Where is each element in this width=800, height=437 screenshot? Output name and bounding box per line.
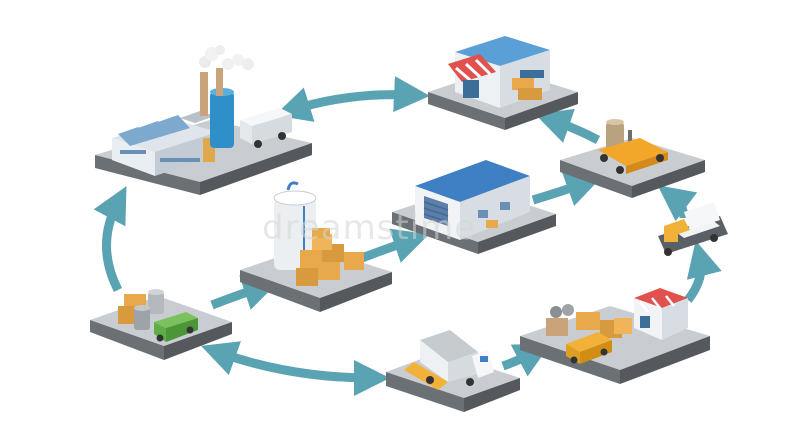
forklift-node [560, 119, 705, 198]
arrow-factory-store [274, 76, 430, 122]
truck-trailer-node [658, 202, 728, 256]
arrow-trailer-forklift [657, 185, 698, 222]
delivery-truck-node [386, 330, 520, 412]
retail-store-icon [448, 36, 550, 108]
arrow-barrels-tank [210, 275, 280, 310]
warehouse-icon [415, 160, 530, 240]
forklift-icon [598, 119, 668, 174]
arrow-truck-shop [501, 343, 551, 377]
factory-icon [112, 45, 292, 176]
truck-trailer-icon [658, 202, 728, 256]
arrow-barrels-truck [201, 341, 390, 396]
arrow-forklift-store [534, 108, 601, 144]
delivery-truck-icon [404, 330, 494, 390]
arrow-warehouse-forklift [531, 172, 602, 207]
arrow-tank-warehouse [360, 228, 430, 263]
arrow-barrels-factory [93, 186, 127, 293]
factory-node [95, 45, 312, 195]
retail-store-node [428, 36, 578, 130]
barrels-pickup-node [90, 289, 232, 360]
storage-tank-node [240, 181, 392, 312]
shop-boxes-node [520, 288, 710, 384]
barrels-and-pickup-icon [118, 289, 198, 342]
arrow-shop-trailer [684, 240, 722, 303]
storage-tank-icon [273, 181, 364, 286]
shop-with-boxes-icon [546, 288, 688, 364]
warehouse-node [392, 160, 556, 254]
